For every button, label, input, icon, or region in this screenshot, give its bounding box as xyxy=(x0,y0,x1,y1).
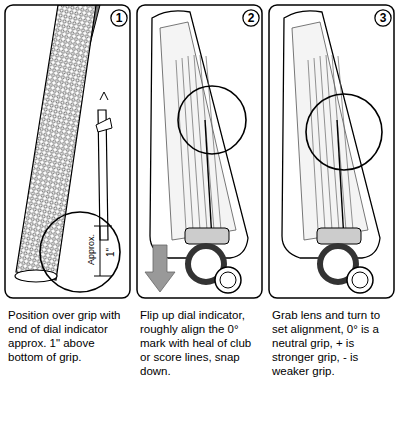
callout-circle: 1 xyxy=(110,9,128,27)
dimension-tick xyxy=(94,276,112,277)
dimension-value: 1" xyxy=(104,243,117,263)
down-arrow xyxy=(145,245,175,292)
callout-circle: 2 xyxy=(242,9,260,27)
club-face xyxy=(292,22,368,240)
dimension-tick xyxy=(94,226,112,227)
lens-inner xyxy=(220,272,236,288)
club-face xyxy=(160,22,236,240)
score-lines xyxy=(308,55,353,230)
callout-number: 3 xyxy=(374,9,392,27)
step-caption: Position over grip with end of dial indi… xyxy=(8,308,132,364)
dimension-label: Approx. xyxy=(86,225,97,275)
callout-number: 1 xyxy=(110,9,128,27)
panel-frame xyxy=(5,5,130,298)
score-line xyxy=(314,58,325,230)
lens-wheel xyxy=(215,267,241,293)
callout-number: 2 xyxy=(242,9,260,27)
panel-frame xyxy=(137,5,262,298)
dial-indicator-arm xyxy=(337,120,344,240)
callout-ring xyxy=(243,10,259,26)
panel-three-art xyxy=(282,11,380,293)
indicator-body xyxy=(185,228,229,244)
dimension-line xyxy=(100,226,101,276)
step-caption: Grab lens and turn to set alignment, 0° … xyxy=(272,308,396,378)
golf-grip xyxy=(16,5,96,280)
score-lines xyxy=(176,55,221,230)
score-line xyxy=(326,55,339,230)
callout-ring xyxy=(111,10,127,26)
panel-frame xyxy=(269,5,394,298)
callout-ring xyxy=(375,10,391,26)
step-caption: Flip up dial indicator, roughly align th… xyxy=(140,308,264,378)
indicator-body xyxy=(317,228,361,244)
magnifier-circle xyxy=(306,94,382,170)
score-line xyxy=(194,55,207,230)
panel-one-art xyxy=(15,5,112,282)
indicator-tip xyxy=(100,92,108,100)
iron-club-head xyxy=(150,11,248,258)
magnifier-circle xyxy=(40,212,120,292)
magnifier-circle xyxy=(178,86,246,154)
score-line xyxy=(320,56,332,230)
iron-club-head xyxy=(282,11,380,258)
score-line xyxy=(308,60,318,230)
score-line xyxy=(206,56,221,230)
score-line xyxy=(338,56,353,230)
lens-inner xyxy=(352,272,368,288)
callout-circle: 3 xyxy=(374,9,392,27)
dial-indicator-arm xyxy=(205,120,212,240)
indicator-clip xyxy=(96,118,112,132)
score-line xyxy=(188,56,200,230)
lens-wheel xyxy=(347,267,373,293)
score-line xyxy=(176,60,186,230)
